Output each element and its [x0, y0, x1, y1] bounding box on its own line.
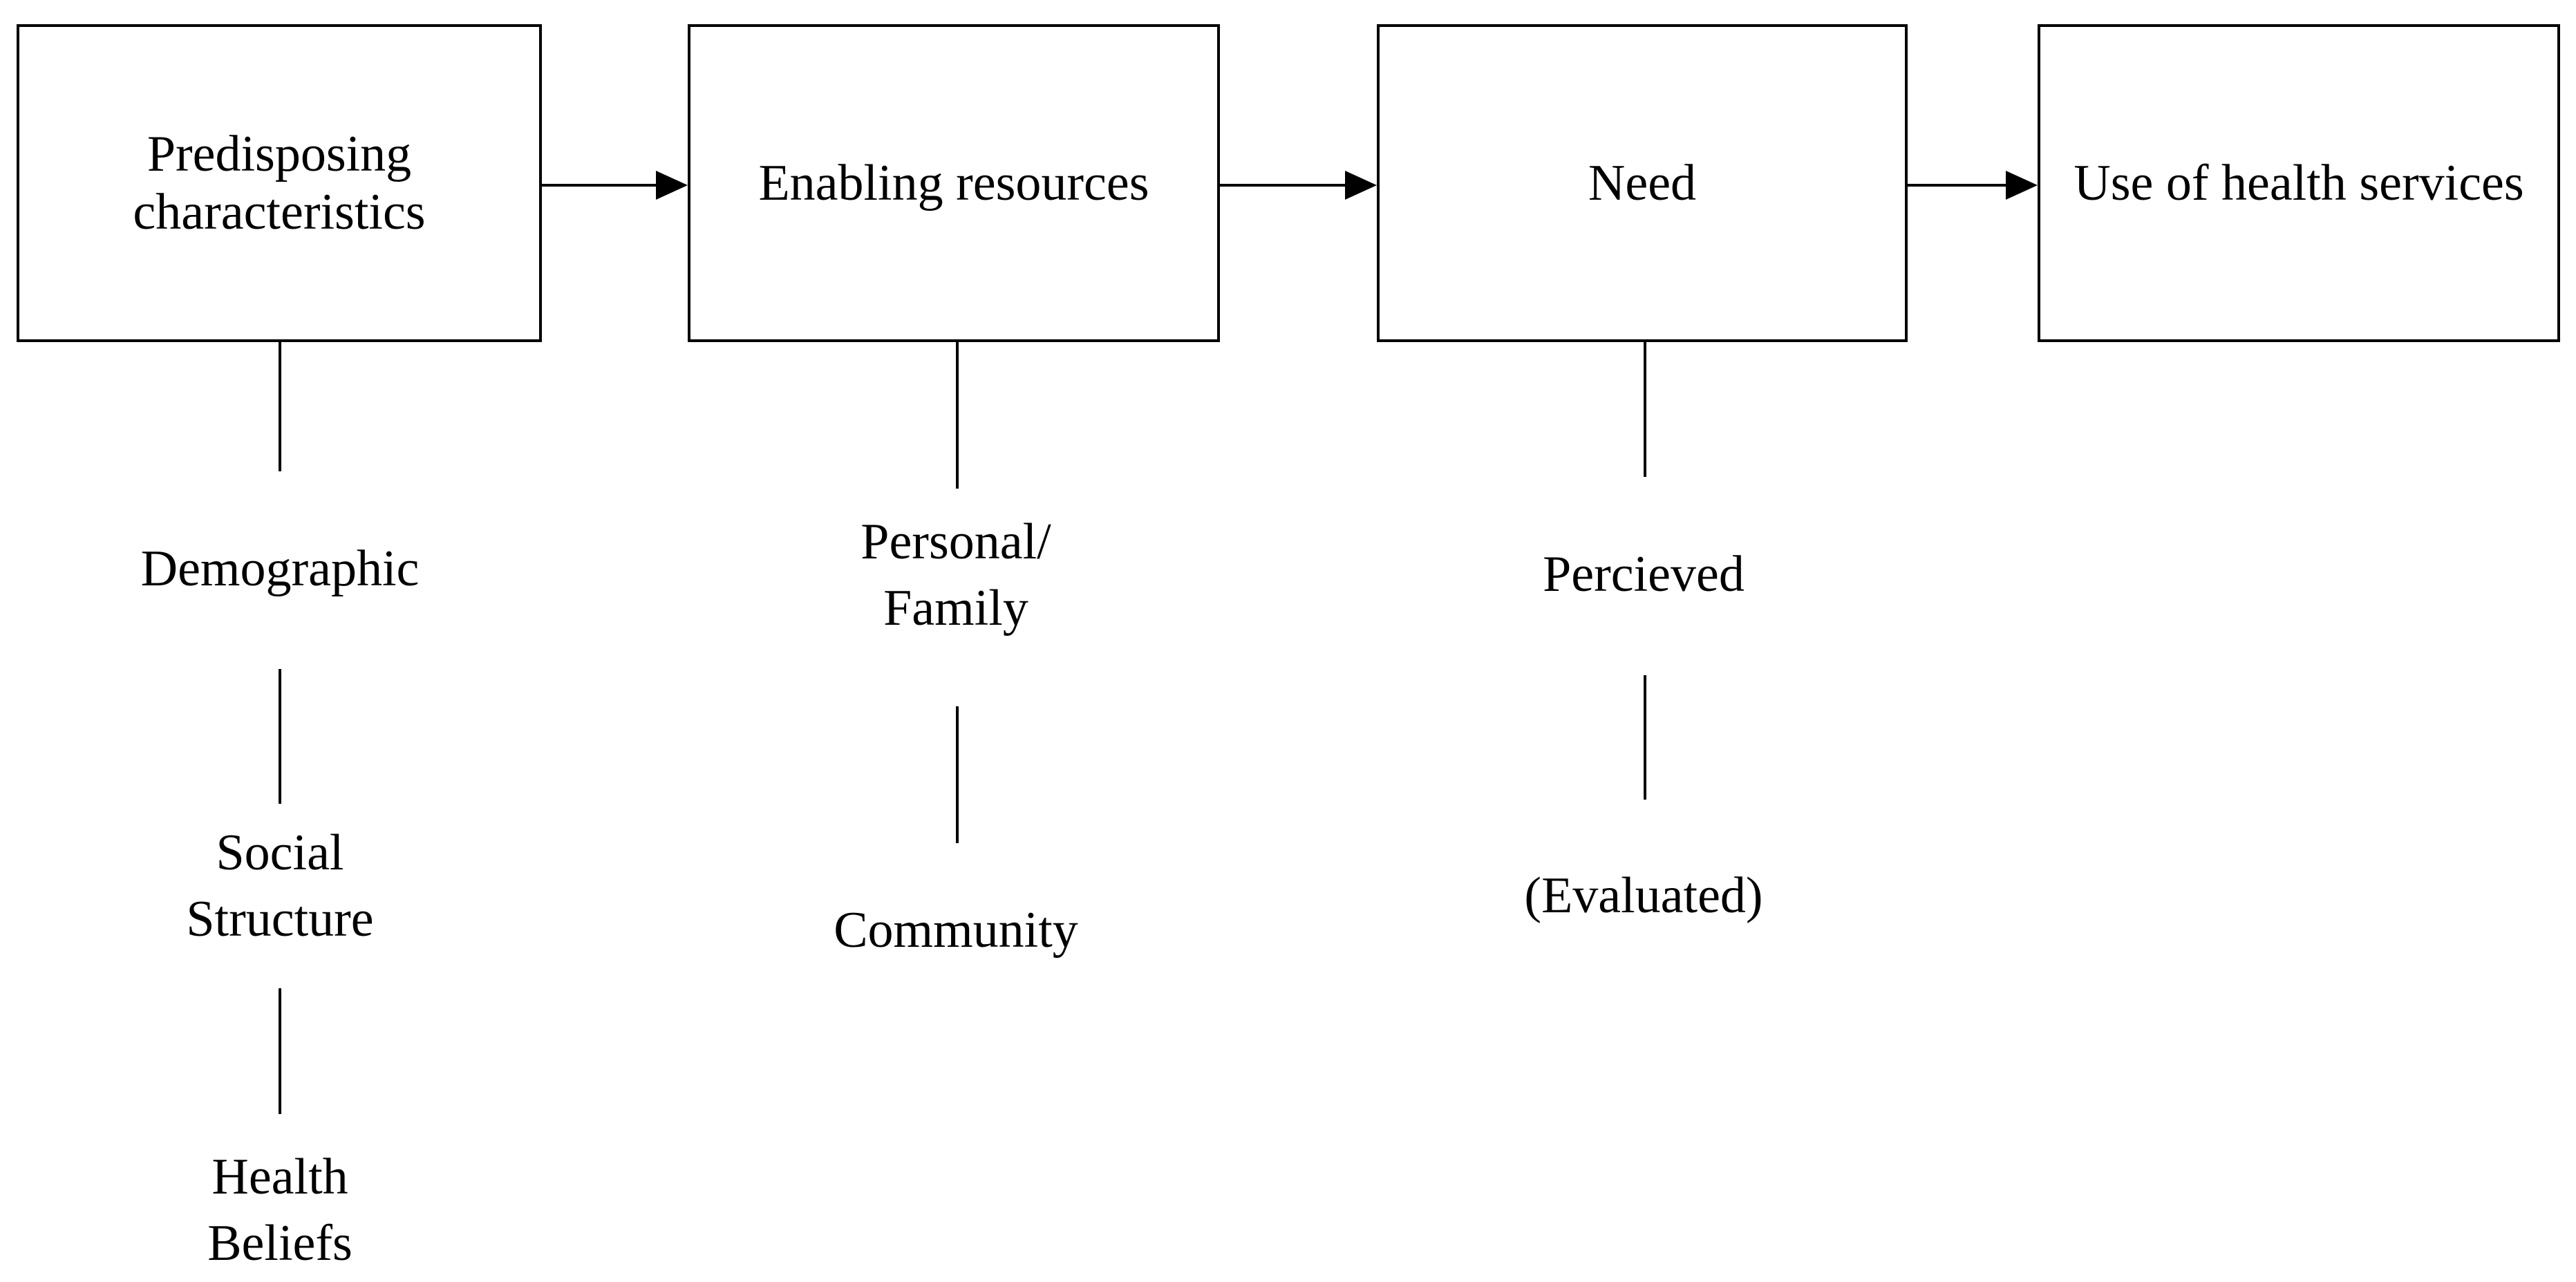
arrowhead-right-icon	[2006, 171, 2038, 200]
connector-line	[279, 342, 281, 471]
connector-line	[279, 669, 281, 804]
sub-label-social-structure: Social Structure	[186, 824, 374, 948]
connector-line	[956, 342, 959, 489]
flow-box-label: Enabling resources	[758, 155, 1149, 211]
connector-line	[1644, 342, 1646, 477]
flow-box-enabling-resources: Enabling resources	[688, 24, 1220, 342]
connector-line	[1644, 675, 1646, 800]
flow-box-label: Use of health services	[2074, 155, 2524, 211]
connector-line	[956, 706, 959, 843]
connector-line	[279, 988, 281, 1114]
flow-arrow-line-1	[542, 184, 657, 187]
flow-box-label: Need	[1588, 155, 1697, 211]
sub-label-personal-family: Personal/ Family	[861, 513, 1051, 637]
flow-box-need: Need	[1377, 24, 1908, 342]
sub-label-evaluated: (Evaluated)	[1524, 867, 1763, 924]
flow-box-use-of-health-services: Use of health services	[2038, 24, 2560, 342]
sub-label-demographic: Demographic	[140, 540, 420, 597]
arrowhead-right-icon	[656, 171, 688, 200]
flow-arrow-line-3	[1908, 184, 2007, 187]
arrowhead-right-icon	[1345, 171, 1377, 200]
flow-box-predisposing-characteristics: Predisposing characteristics	[17, 24, 542, 342]
flow-box-label: Predisposing characteristics	[133, 126, 426, 241]
sub-label-health-beliefs: Health Beliefs	[207, 1149, 352, 1272]
sub-label-percieved: Percieved	[1543, 546, 1745, 603]
sub-label-community: Community	[834, 902, 1078, 959]
flow-arrow-line-2	[1220, 184, 1346, 187]
